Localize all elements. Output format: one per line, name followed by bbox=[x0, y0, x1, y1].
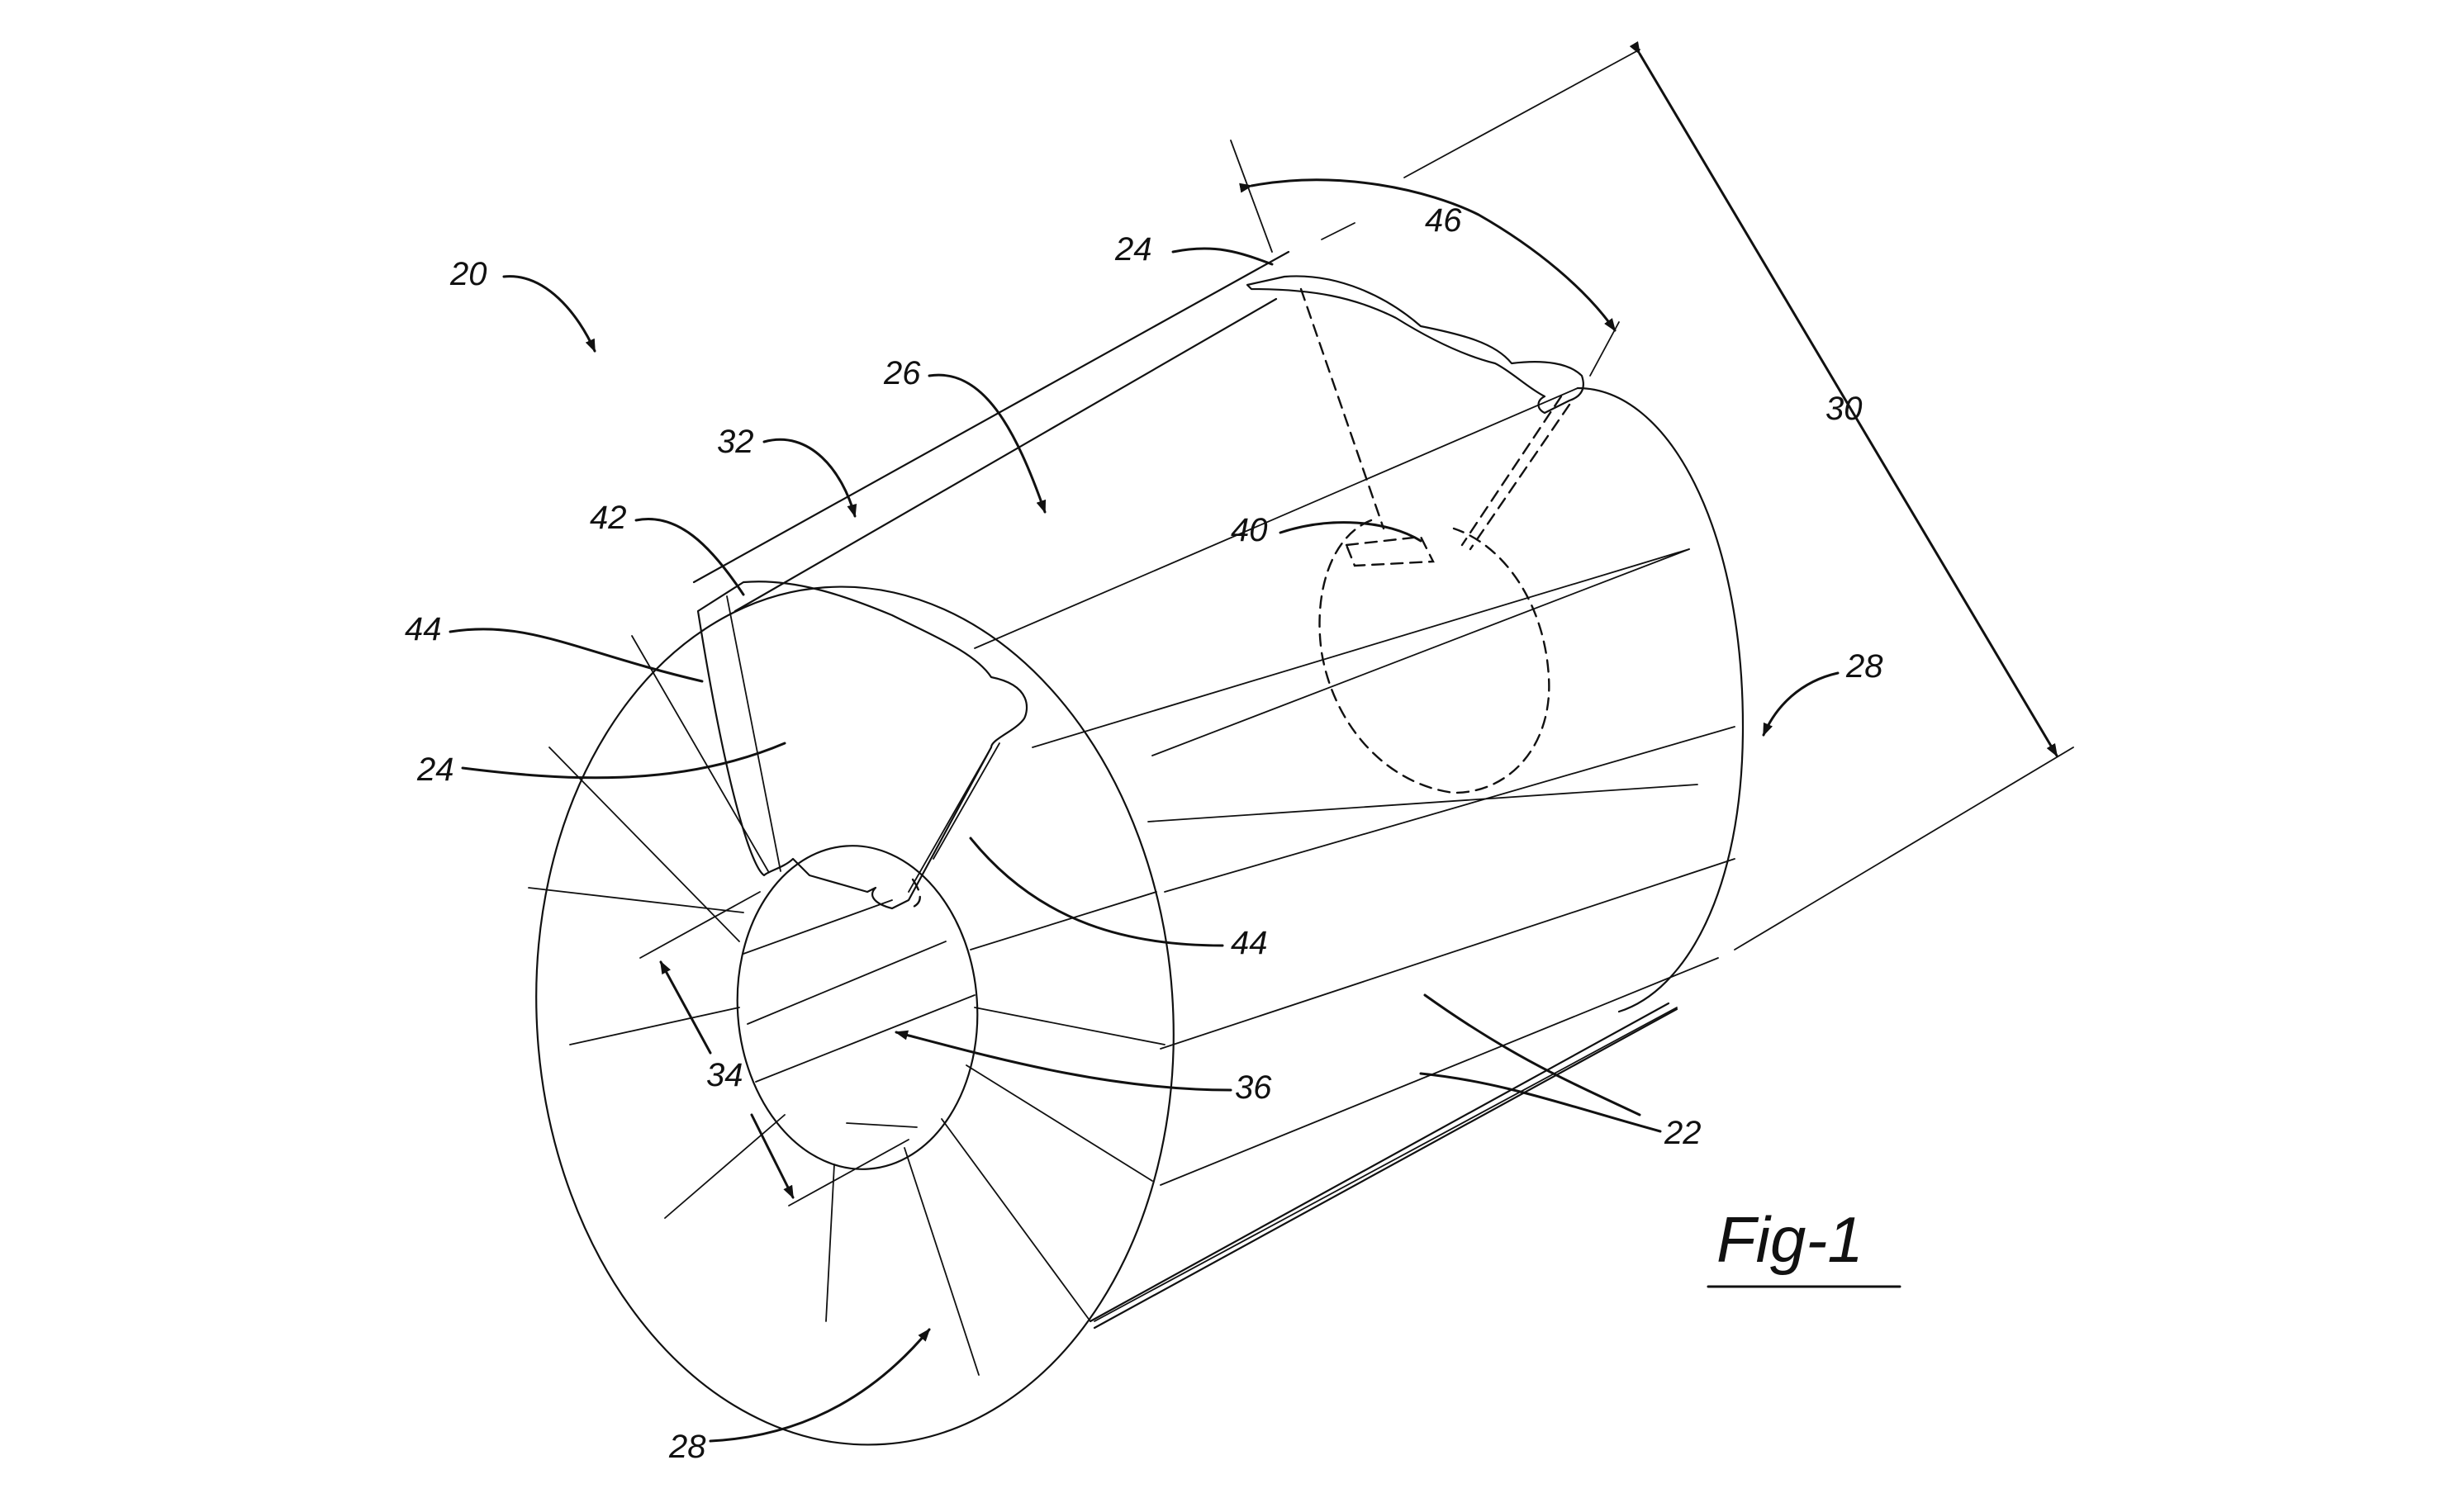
radial-line bbox=[631, 635, 769, 872]
top-silhouette bbox=[692, 250, 1290, 584]
strip-top-outline bbox=[1246, 275, 1584, 415]
body-seam bbox=[1151, 548, 1690, 756]
ref-22: 22 bbox=[1664, 1115, 1702, 1151]
leader-26 bbox=[928, 373, 1047, 514]
dimension-extension-line bbox=[1403, 49, 1640, 178]
leader-22 bbox=[1423, 993, 1641, 1116]
body-seam bbox=[974, 387, 1579, 649]
hidden-strip-edge bbox=[1299, 287, 1385, 530]
leader-32 bbox=[762, 438, 857, 518]
ref-28-bottom: 28 bbox=[668, 1429, 706, 1465]
figure-caption: Fig-1 bbox=[1707, 1203, 1901, 1288]
top-silhouette-2 bbox=[734, 297, 1278, 613]
bore-line bbox=[846, 1122, 918, 1128]
ref-42: 42 bbox=[590, 500, 627, 536]
ref-40: 40 bbox=[1231, 512, 1268, 548]
peeled-strip-top bbox=[1246, 275, 1584, 794]
body-seam bbox=[1160, 957, 1719, 1186]
dimension-extension-line bbox=[1734, 747, 2074, 950]
radial-line bbox=[970, 891, 1157, 950]
figure-label: Fig-1 bbox=[1716, 1203, 1863, 1276]
ref-32: 32 bbox=[717, 424, 754, 460]
ref-24-left: 24 bbox=[416, 751, 454, 788]
dimension-arc-46 bbox=[1239, 178, 1617, 332]
bore-line bbox=[755, 994, 976, 1083]
body-seam bbox=[1160, 858, 1735, 1050]
radial-line bbox=[528, 887, 744, 913]
leader-22 bbox=[1419, 1072, 1662, 1133]
body-seam bbox=[1164, 726, 1735, 893]
bore-line bbox=[743, 899, 893, 955]
leader-20 bbox=[502, 275, 596, 353]
strip-edge bbox=[726, 595, 781, 872]
peeled-strip-front bbox=[696, 581, 1028, 910]
dimension-line-30 bbox=[1629, 40, 2058, 757]
strip-edge bbox=[908, 747, 992, 893]
hidden-tab bbox=[1345, 535, 1435, 567]
ref-44-bottom: 44 bbox=[1231, 925, 1268, 961]
leaders bbox=[449, 247, 1840, 1443]
dimension-line-34 bbox=[659, 960, 712, 1055]
dimension-46 bbox=[1230, 140, 1620, 377]
leader-44-bottom bbox=[969, 837, 1224, 947]
radial-line bbox=[825, 1164, 835, 1322]
hidden-strip-edge bbox=[1469, 403, 1571, 551]
leader-36 bbox=[895, 1030, 1232, 1092]
ref-28-right: 28 bbox=[1845, 648, 1883, 685]
leader-24-left bbox=[461, 742, 786, 780]
strip-hidden-edge bbox=[907, 878, 921, 910]
radial-line bbox=[904, 1147, 980, 1376]
ref-46: 46 bbox=[1425, 202, 1462, 239]
dimension-extension-line bbox=[788, 1139, 909, 1206]
bottom-silhouette bbox=[1089, 1002, 1670, 1323]
leader-40 bbox=[1279, 521, 1422, 543]
ref-26: 26 bbox=[883, 355, 921, 391]
strip-outline bbox=[696, 581, 1028, 910]
bore-line bbox=[747, 941, 947, 1025]
radial-line bbox=[664, 1114, 786, 1219]
ref-24-top: 24 bbox=[1114, 231, 1152, 268]
dimension-extension-line bbox=[639, 891, 761, 959]
hidden-strip-edge bbox=[1460, 395, 1563, 547]
ref-34: 34 bbox=[706, 1057, 743, 1093]
leader-28-bottom bbox=[709, 1328, 931, 1443]
leader-24-top bbox=[1171, 247, 1274, 266]
ref-36: 36 bbox=[1235, 1069, 1272, 1106]
dimension-34 bbox=[639, 891, 909, 1206]
radial-line bbox=[941, 1118, 1091, 1322]
back-face-edge bbox=[1576, 386, 1745, 1013]
dimension-30 bbox=[1403, 40, 2074, 950]
front-face-outer-edge bbox=[535, 585, 1175, 1446]
leader-42 bbox=[634, 518, 745, 596]
roll-body bbox=[528, 250, 1745, 1446]
body-seam bbox=[1094, 1007, 1678, 1322]
ref-30: 30 bbox=[1825, 391, 1863, 427]
hidden-patch-ellipse bbox=[1318, 519, 1550, 794]
body-seam bbox=[1147, 784, 1698, 822]
dimension-line-34 bbox=[750, 1113, 795, 1199]
ref-44-left: 44 bbox=[405, 611, 442, 647]
dimension-extension-line bbox=[1321, 222, 1355, 240]
radial-line bbox=[966, 1064, 1153, 1182]
leader-44-left bbox=[449, 628, 704, 683]
radial-line bbox=[974, 1007, 1166, 1045]
leader-28-right bbox=[1762, 671, 1840, 737]
strip-edge bbox=[933, 742, 1000, 860]
bottom-silhouette-2 bbox=[1093, 1007, 1678, 1330]
ref-20: 20 bbox=[449, 256, 487, 292]
core-bore bbox=[736, 845, 979, 1170]
reference-numerals: 20 24 26 46 32 42 44 24 30 40 28 44 34 3… bbox=[405, 202, 1883, 1465]
dimension-extension-line bbox=[1230, 140, 1273, 253]
radial-line bbox=[569, 1007, 740, 1045]
body-seam bbox=[1032, 548, 1690, 748]
